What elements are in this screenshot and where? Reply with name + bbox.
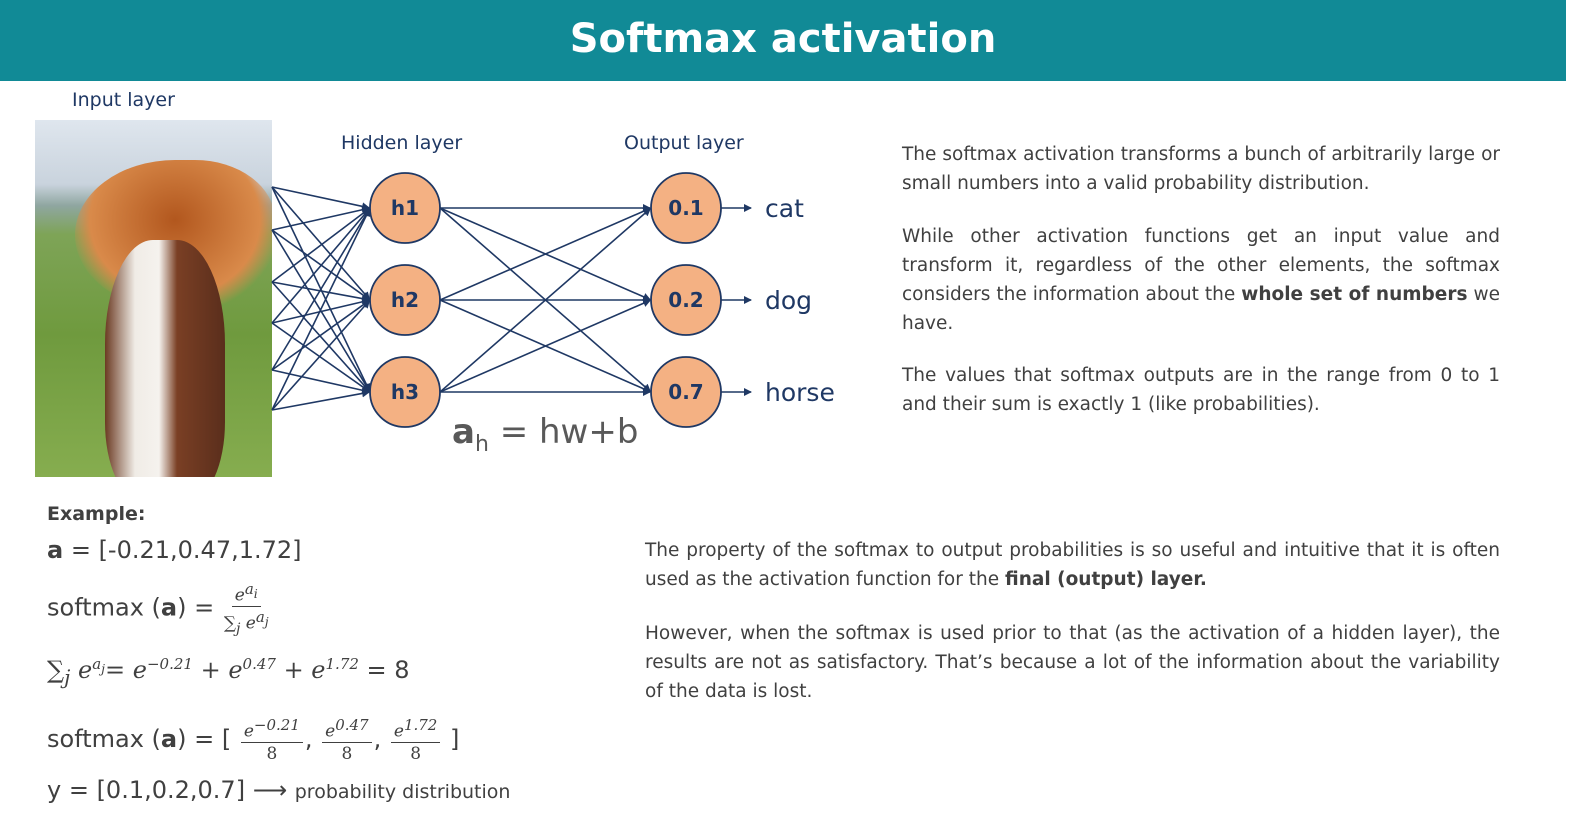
- hidden-edge: [439, 208, 652, 393]
- a-values: = [-0.21,0.47,1.72]: [63, 536, 302, 564]
- hidden-edge: [439, 207, 652, 301]
- output-node: [650, 172, 722, 244]
- paragraph-intro: The softmax activation transforms a bunc…: [902, 144, 1500, 194]
- hidden-edge: [439, 299, 652, 393]
- frac-exp-3: 1.72: [403, 716, 438, 734]
- output-class-label: cat: [765, 194, 804, 223]
- output-node-value: 0.7: [668, 380, 703, 404]
- frac-exp-2: 0.47: [335, 716, 369, 734]
- p2-end: we have.: [902, 284, 1500, 334]
- input-edge: [271, 207, 371, 411]
- example-sum-line: ∑j eaj= e−0.21 + e0.47 + e1.72 = 8: [47, 655, 410, 689]
- frac-exp-1: −0.21: [253, 716, 300, 734]
- slide-header: Softmax activation: [0, 0, 1566, 81]
- activation-formula: ah = hw+b: [452, 412, 638, 457]
- paragraph-whole-set: While other activation functions get an …: [902, 222, 1500, 338]
- frac-den-3: 8: [410, 743, 422, 764]
- formula-sub: h: [474, 431, 489, 457]
- paragraph-hidden-layer: However, when the softmax is used prior …: [645, 623, 1500, 702]
- example-heading: Example:: [47, 498, 145, 526]
- output-node-value: 0.1: [668, 196, 703, 220]
- formula-a: a: [452, 412, 475, 452]
- input-edge: [271, 389, 370, 411]
- example-a-line: a = [-0.21,0.47,1.72]: [47, 536, 302, 564]
- hidden-node: [369, 356, 441, 428]
- input-edge: [271, 281, 371, 392]
- hidden-node: [369, 172, 441, 244]
- horse-face: [105, 240, 225, 477]
- input-edge: [271, 186, 371, 301]
- input-edge: [271, 299, 371, 371]
- output-node: [650, 356, 722, 428]
- input-edge: [271, 205, 371, 231]
- example-heading-text: Example:: [47, 503, 146, 525]
- formula-rest: = hw+b: [488, 412, 639, 452]
- softmax-fraction: eai∑j eaj: [223, 580, 269, 637]
- input-edge: [271, 229, 371, 301]
- paragraph-range: The values that softmax outputs are in t…: [902, 365, 1500, 415]
- softmax-text: softmax (: [47, 593, 161, 622]
- frac-den-2: 8: [341, 743, 353, 764]
- example-softmax-def: softmax (a) = eai∑j eaj: [47, 580, 269, 637]
- input-edge: [271, 369, 371, 395]
- hidden-node: [369, 264, 441, 336]
- p2-text: While other activation functions get an …: [902, 226, 1500, 305]
- slide-title: Softmax activation: [569, 16, 997, 62]
- y-label: probability distribution: [294, 781, 511, 803]
- output-node: [650, 264, 722, 336]
- horse-photo: [35, 120, 272, 477]
- hidden-node-label: h3: [391, 380, 419, 404]
- sum-result: = 8: [358, 656, 410, 684]
- hidden-node-label: h2: [391, 288, 419, 312]
- p4-bold: final (output) layer.: [1004, 569, 1207, 590]
- output-class-label: dog: [765, 286, 812, 315]
- input-edge: [271, 186, 370, 211]
- exp-2: 0.47: [242, 655, 276, 673]
- exp-3: 1.72: [325, 655, 359, 673]
- hidden-node-label: h1: [391, 196, 419, 220]
- input-edge: [271, 322, 371, 393]
- p4-text: The property of the softmax to output pr…: [645, 540, 1500, 590]
- input-edge: [271, 300, 371, 411]
- input-layer-label: Input layer: [72, 89, 175, 111]
- output-node-value: 0.2: [668, 288, 703, 312]
- softmax-text-2: softmax (: [47, 724, 161, 753]
- input-edge: [271, 207, 371, 283]
- paragraph-output-layer: The property of the softmax to output pr…: [645, 536, 1500, 594]
- frac-den-1: 8: [266, 743, 278, 764]
- hidden-layer-label: Hidden layer: [341, 132, 463, 154]
- example-y-line: y = [0.1,0.2,0.7] ⟶ probability distribu…: [47, 776, 510, 804]
- input-edge: [271, 208, 370, 324]
- exp-1: −0.21: [146, 655, 193, 673]
- output-class-label: horse: [765, 378, 835, 407]
- y-values: y = [0.1,0.2,0.7]: [47, 776, 246, 804]
- output-layer-label: Output layer: [624, 132, 744, 154]
- arrow-icon: ⟶: [252, 776, 288, 804]
- p2-bold: whole set of numbers: [1241, 284, 1468, 305]
- input-edge: [271, 207, 371, 371]
